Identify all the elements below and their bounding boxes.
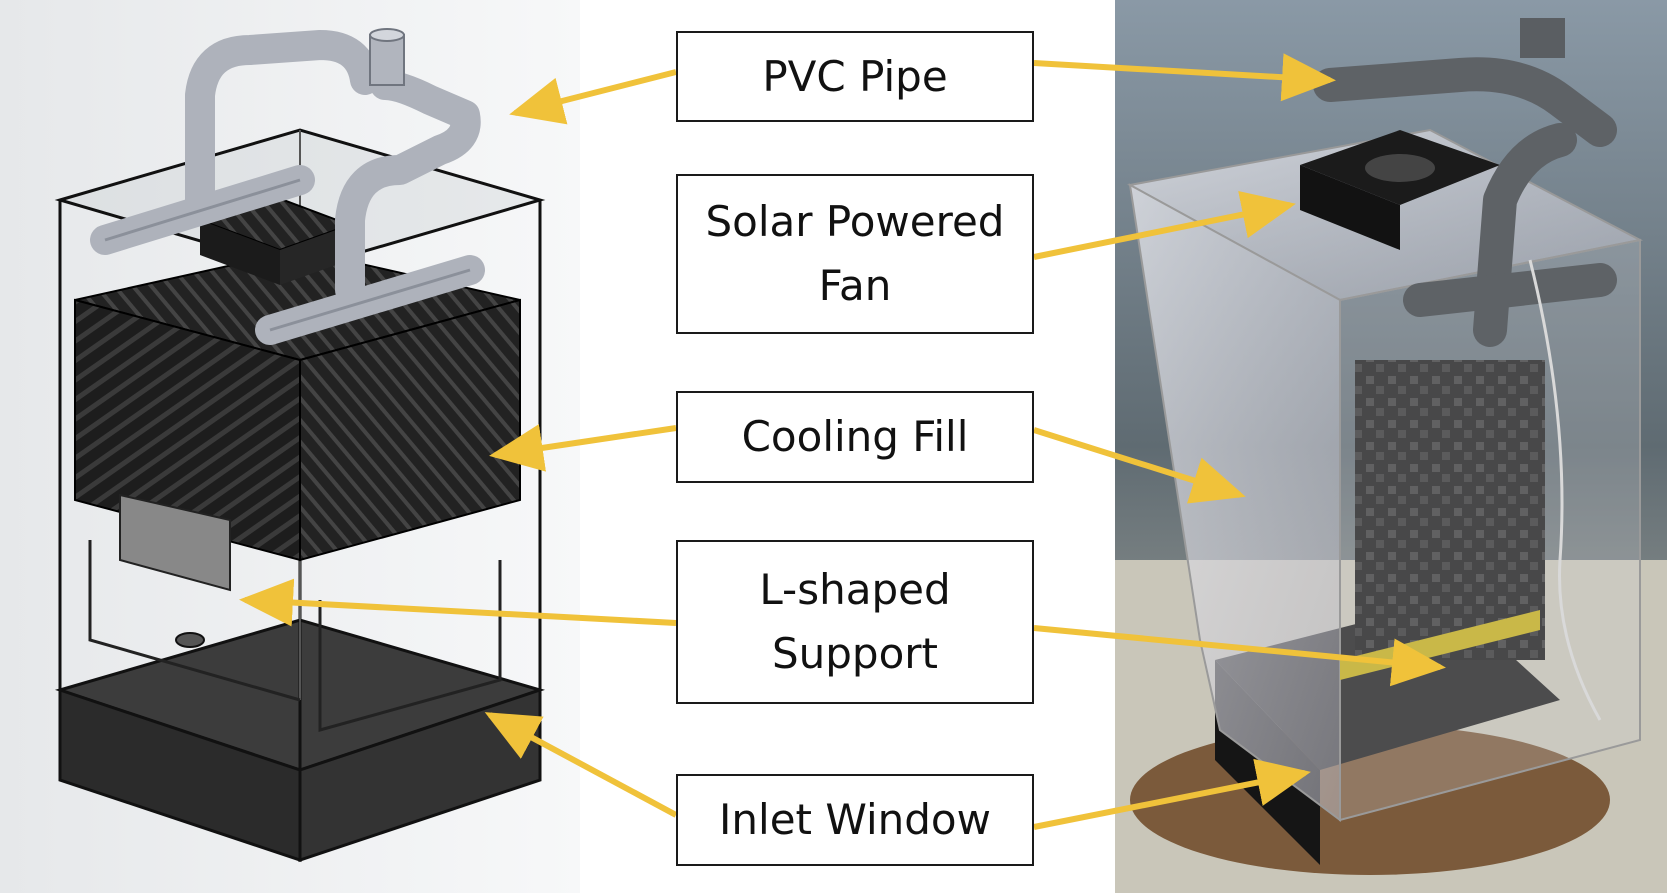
label-solar-powered-fan: Solar Powered Fan — [676, 174, 1034, 334]
arrow-support-cad — [239, 578, 677, 627]
arrow-support-photo — [1033, 625, 1446, 687]
label-support-line2: Support — [771, 629, 939, 678]
label-cooling-fill-text: Cooling Fill — [741, 412, 969, 461]
label-support-line1: L-shaped — [759, 565, 951, 614]
label-pvc-pipe: PVC Pipe — [676, 31, 1034, 122]
label-solar-fan-line1: Solar Powered — [705, 197, 1005, 246]
arrow-pvc-pipe-photo — [1033, 53, 1336, 102]
arrow-pvc-pipe-cad — [509, 69, 677, 125]
arrow-solar-fan-photo — [1033, 191, 1296, 260]
label-solar-fan-line2: Fan — [818, 261, 892, 310]
arrow-cooling-fill-photo — [1033, 427, 1246, 504]
label-inlet-window-text: Inlet Window — [719, 795, 991, 844]
arrow-inlet-window-cad — [484, 712, 678, 818]
label-cooling-fill: Cooling Fill — [676, 391, 1034, 483]
arrow-inlet-window-photo — [1033, 758, 1311, 830]
label-inlet-window: Inlet Window — [676, 774, 1034, 866]
label-pvc-pipe-text: PVC Pipe — [762, 51, 948, 101]
label-l-shaped-support: L-shaped Support — [676, 540, 1034, 704]
arrow-cooling-fill-cad — [489, 424, 677, 472]
